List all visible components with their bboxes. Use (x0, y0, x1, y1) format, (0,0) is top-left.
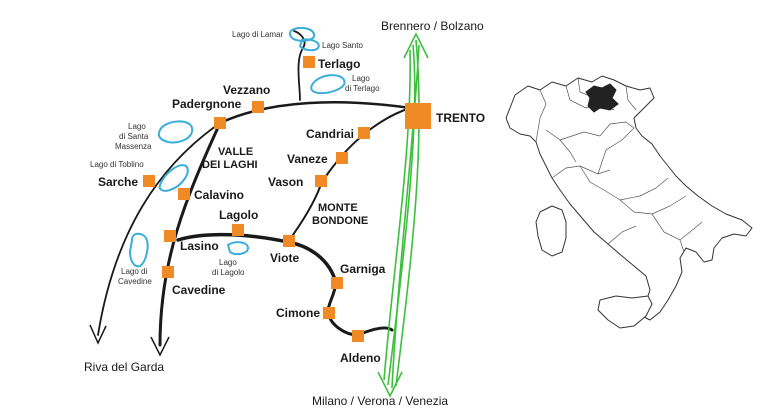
label-riva-del-garda: Riva del Garda (84, 360, 164, 374)
label-vaneze: Vaneze (287, 152, 328, 166)
label-vezzano: Vezzano (223, 83, 270, 97)
italy-outline-icon (505, 75, 753, 329)
label-lago-terlago-1: Lago (352, 74, 370, 83)
label-valle: VALLE (218, 146, 253, 158)
label-lago-cavedine-2: Cavedine (118, 277, 152, 286)
label-lago-lagolo-1: Lago (219, 258, 237, 267)
label-dei-laghi: DEI LAGHI (202, 159, 258, 171)
road-trento-vezzano (218, 101, 412, 125)
stop-cimone (323, 307, 335, 319)
stop-vezzano (252, 101, 264, 113)
trentino-highlight-icon (585, 83, 619, 113)
lakes (128, 26, 346, 268)
label-lago-lamar: Lago di Lamar (232, 30, 283, 39)
label-lagolo: Lagolo (219, 208, 258, 222)
stop-trento (405, 103, 431, 129)
label-brennero-bolzano: Brennero / Bolzano (381, 19, 484, 33)
label-trento: TRENTO (436, 111, 485, 125)
road-cavedine (158, 121, 222, 347)
label-cavedine: Cavedine (172, 283, 226, 297)
label-lago-cavedine-1: Lago di (121, 267, 147, 276)
stop-padergnone (214, 117, 226, 129)
label-aldeno: Aldeno (340, 351, 381, 365)
highway-line-1 (387, 44, 416, 386)
label-bondone: BONDONE (312, 215, 368, 227)
stop-markers (143, 56, 431, 342)
arrow-north-icon (403, 32, 429, 59)
sicily (597, 295, 653, 329)
italy-region-borders (535, 77, 703, 253)
label-lago-toblino: Lago di Toblino (90, 160, 144, 169)
stop-lagolo (232, 224, 244, 236)
label-cimone: Cimone (276, 306, 320, 320)
lake-terlago-icon (310, 74, 346, 95)
arrow-cavedine-icon (150, 336, 170, 357)
lake-lagolo-icon (226, 241, 250, 256)
label-milano-verona-venezia: Milano / Verona / Venezia (312, 394, 448, 408)
label-candriai: Candriai (306, 127, 354, 141)
label-monte: MONTE (318, 202, 358, 214)
label-garniga: Garniga (340, 262, 386, 276)
label-lago-santa-2: di Santa (119, 132, 149, 141)
label-lago-santa-1: Lago (128, 122, 146, 131)
highway-line-2 (391, 44, 420, 389)
label-lago-terlago-2: di Terlago (345, 84, 380, 93)
road-monte-bondone (287, 107, 411, 243)
lake-toblino-icon (158, 164, 189, 192)
label-vason: Vason (268, 175, 303, 189)
stop-candriai (358, 127, 370, 139)
label-sarche: Sarche (98, 175, 138, 189)
label-calavino: Calavino (194, 188, 244, 202)
road-garniga-aldeno (326, 281, 394, 337)
label-lago-lagolo-2: di Lagolo (212, 268, 245, 277)
label-padergnone: Padergnone (172, 97, 242, 111)
road-riva (97, 122, 221, 336)
lake-santo-icon (298, 38, 320, 52)
sardinia (535, 205, 567, 257)
label-lago-santo: Lago Santo (322, 41, 363, 50)
stop-calavino (178, 188, 190, 200)
lake-santa-massenza-icon (157, 120, 194, 144)
stop-sarche (143, 175, 155, 187)
stop-vaneze (336, 152, 348, 164)
highway (377, 32, 429, 398)
stop-vason (315, 175, 327, 187)
lake-cavedine-icon (128, 232, 149, 268)
highway-line-4 (383, 49, 411, 381)
stop-terlago (303, 56, 315, 68)
road-arrows (89, 324, 170, 357)
stop-viote (283, 235, 295, 247)
label-viote: Viote (270, 251, 299, 265)
highway-line-3 (395, 39, 420, 387)
stop-aldeno (352, 330, 364, 342)
label-lasino: Lasino (180, 239, 219, 253)
stop-lasino (164, 230, 176, 242)
stop-garniga (331, 277, 343, 289)
label-terlago: Terlago (318, 57, 360, 71)
stop-cavedine (162, 266, 174, 278)
label-lago-santa-3: Massenza (115, 142, 152, 151)
arrow-riva-icon (89, 324, 107, 345)
arrow-south-icon (377, 371, 403, 398)
